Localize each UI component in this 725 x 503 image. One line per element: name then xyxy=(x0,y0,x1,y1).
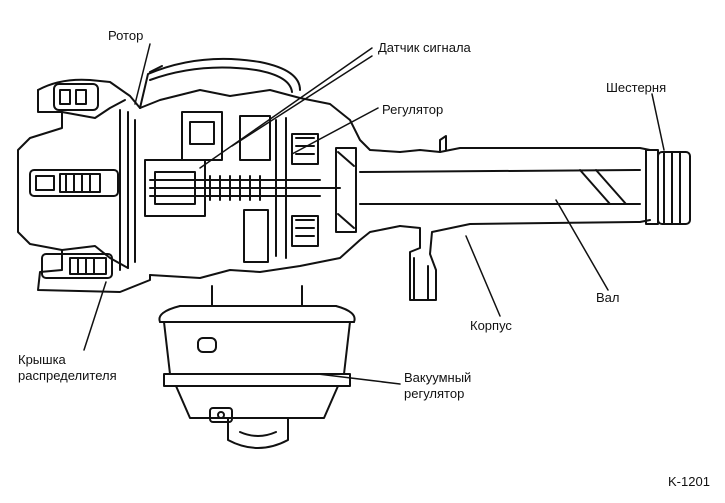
label-vacuum-line1: Вакуумный xyxy=(404,370,472,385)
label-housing: Корпус xyxy=(470,318,512,333)
distributor-cap xyxy=(17,57,301,293)
label-signal-sensor: Датчик сигнала xyxy=(378,40,471,55)
label-gear: Шестерня xyxy=(606,80,667,95)
leader-lines xyxy=(83,43,665,385)
shaft-housing xyxy=(359,135,651,301)
label-shaft: Вал xyxy=(596,290,620,305)
figure-id: K-1201 xyxy=(668,474,710,489)
label-rotor: Ротор xyxy=(108,28,144,43)
label-vacuum-line2: регулятор xyxy=(404,386,465,401)
label-cap-line1: Крышка xyxy=(18,352,66,367)
label-regulator: Регулятор xyxy=(382,102,444,117)
vacuum-regulator xyxy=(158,285,356,449)
label-cap-line2: распределителя xyxy=(18,368,117,383)
gear xyxy=(645,149,691,225)
